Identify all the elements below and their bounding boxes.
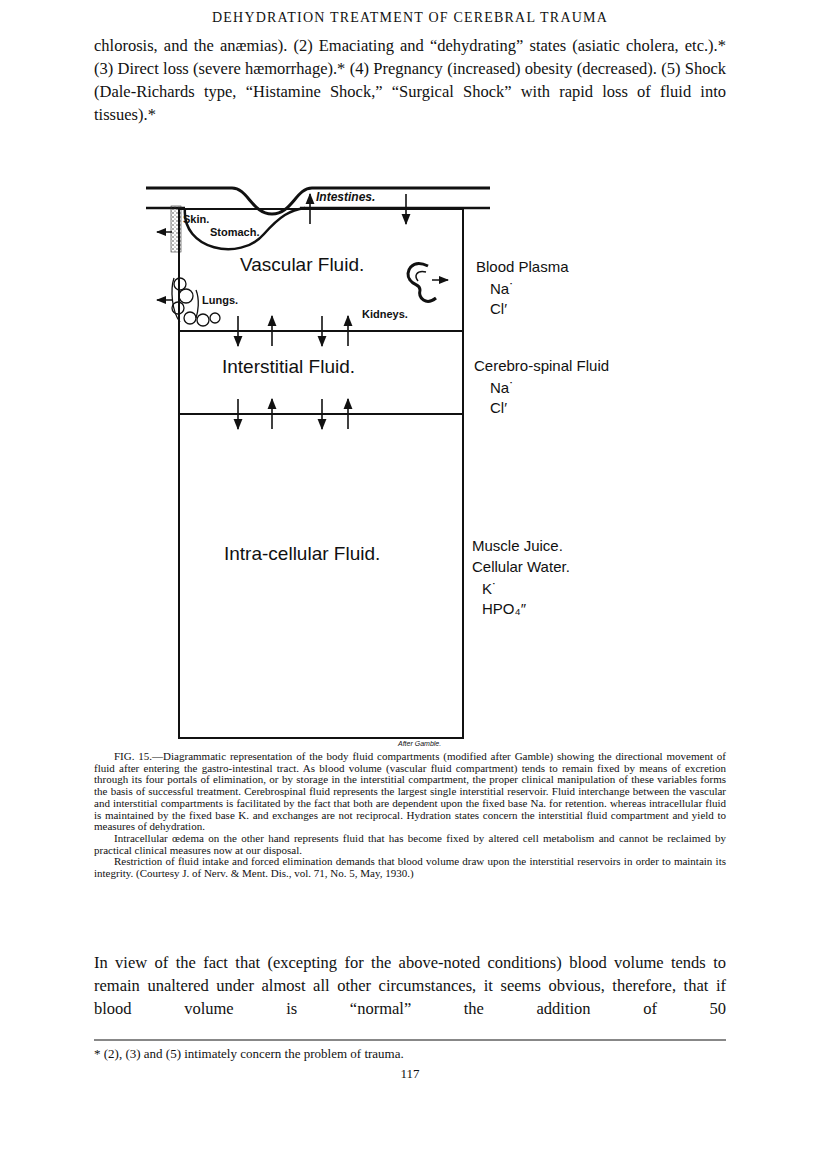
compartment-box: Vascular Fluid. Stomach.Skin. Lungs. Kidney… [178,208,464,332]
ion-label: Na˙ [490,280,514,298]
compartment-box: Intra-cellular Fluid. [178,413,464,739]
fluid-label: Cerebro-spinal Fluid [474,357,609,375]
node-text: Skin. [183,213,209,225]
kidney-drawing [416,272,426,281]
ion-label: Cl′ [490,300,507,318]
footnote: * (2), (3) and (5) intimately concern th… [94,1046,726,1062]
caption-text: Restriction of fluid intake and forced e… [94,856,726,879]
credit-note: After Gamble. [398,740,441,747]
ion-label: Na˙ [490,379,514,397]
body-text: chlorosis, and the anæmias). (2) Emaciat… [94,34,726,126]
caption-block: FIG. 15.—Diagrammatic representation of … [94,751,726,880]
body-text: In view of the fact that (excepting for … [94,951,726,1020]
lungs-arrow [157,299,172,301]
intestine-wall [146,188,490,214]
organ-label: Kidneys. [362,308,408,320]
ion-label: HPO₄″ [482,600,526,618]
node-text: Stomach. [210,226,260,238]
node-text: Vascular Fluid. [240,254,462,276]
node-text: Intra-cellular Fluid. [224,543,462,565]
fluid-label: Cellular Water. [472,558,570,576]
ion-label: Cl′ [490,399,507,417]
caption-text: Intracellular œdema on the other hand re… [94,833,726,856]
compartment-box: Interstitial Fluid. [178,330,464,415]
skin-arrow [157,231,172,233]
page-number: 117 [94,1066,726,1082]
running-header: DEHYDRATION TREATMENT OF CEREBRAL TRAUMA [94,10,726,26]
fluid-label: Muscle Juice. [472,537,563,555]
ion-label: K˙ [482,580,497,598]
footnote-rule [94,1040,726,1041]
node-text: Interstitial Fluid. [222,356,462,378]
kidney-drawing [408,264,436,302]
organ-label: Skin. [183,213,209,225]
organ-label: Stomach. [210,226,260,238]
caption-text: FIG. 15.—Diagrammatic representation of … [94,751,726,833]
kidney-arrow [432,279,448,281]
node-text: Kidneys. [362,308,408,320]
organ-band: Intestines. [316,190,375,204]
fluid-label: Blood Plasma [476,258,569,276]
node-text: Lungs. [202,294,238,306]
node-text: Intestines. [316,190,375,204]
organ-label: Lungs. [202,294,238,306]
